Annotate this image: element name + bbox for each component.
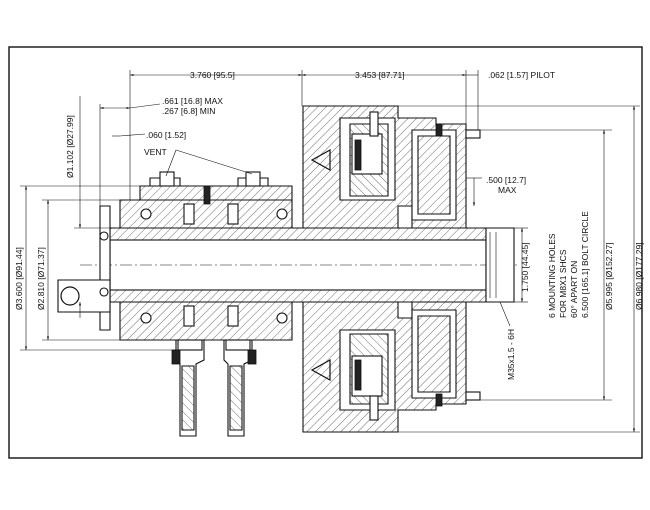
dim-bore: 1.750 [44.45]	[520, 242, 530, 292]
dim-min-length: .267 [6.8] MIN	[162, 106, 215, 116]
mounting-note-line3: 60° APART ON	[569, 261, 579, 318]
anti-rotation-arm	[57, 205, 111, 331]
dim-stroke-max-value: .500 [12.7]	[486, 175, 526, 185]
dim-max-length: .661 [16.8] MAX	[162, 96, 223, 106]
vent-label: VENT	[144, 147, 167, 157]
mounting-note-line4: 6.500 [165.1] BOLT CIRCLE	[580, 211, 590, 318]
dim-dia-2810: Ø2.810 [Ø71.37]	[36, 247, 46, 310]
dim-dia-6980: Ø6.980 [Ø177.29]	[634, 242, 644, 310]
housing-section	[302, 105, 481, 433]
dim-shaft-to-face: 3.760 [95.5]	[190, 70, 235, 80]
dim-dia-5995: Ø5.995 [Ø152.27]	[604, 242, 614, 310]
mounting-note-line2: FOR M8X1 SHCS	[558, 249, 568, 318]
hose-fittings	[171, 339, 257, 437]
mounting-note-line1: 6 MOUNTING HOLES	[547, 233, 557, 318]
rotary-union	[119, 171, 293, 341]
dim-pilot: .062 [1.57] PILOT	[488, 70, 555, 80]
dim-dia-1102: Ø1.102 [Ø27.99]	[65, 115, 75, 178]
drawing-border	[8, 46, 643, 459]
dim-body-length: 3.453 [87.71]	[355, 70, 405, 80]
dim-gap: .060 [1.52]	[146, 130, 186, 140]
dim-thread: M35x1.5 - 6H	[506, 329, 516, 380]
shaft-section	[80, 227, 520, 303]
dimension-lines	[20, 70, 640, 433]
dim-stroke-max-label: MAX	[498, 185, 517, 195]
dim-dia-3600: Ø3.600 [Ø91.44]	[14, 247, 24, 310]
